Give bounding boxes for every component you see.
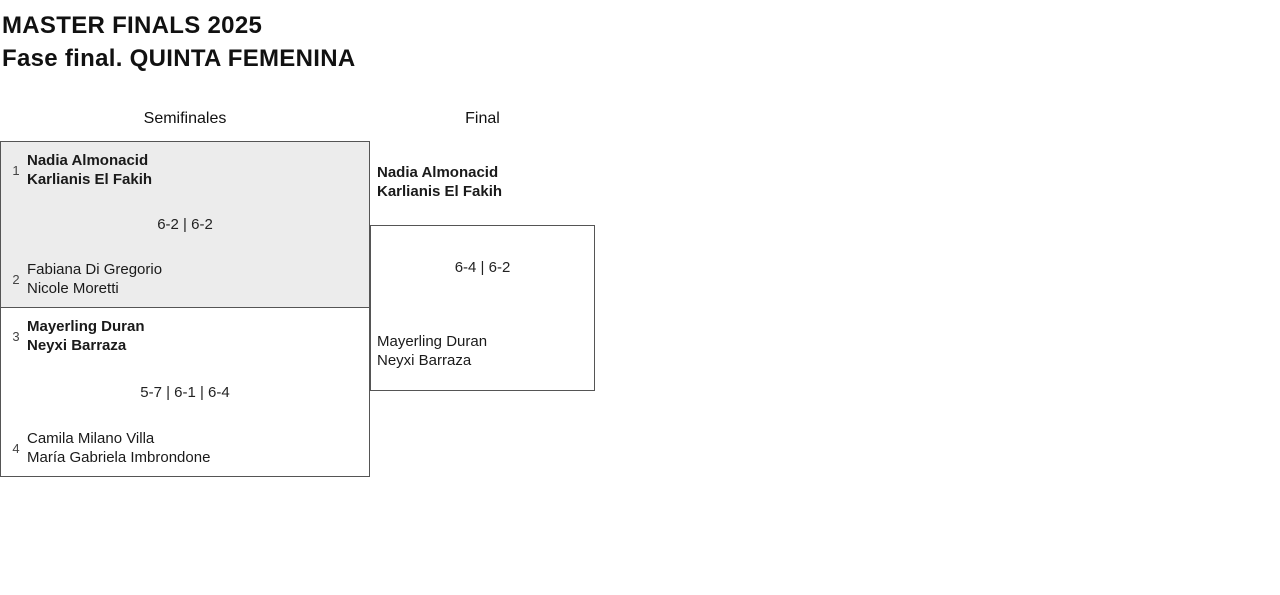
player-name: Mayerling Duran <box>27 318 145 335</box>
seed-number: 3 <box>12 328 20 344</box>
header: MASTER FINALS 2025 Fase final. QUINTA FE… <box>2 9 355 75</box>
player-name: Neyxi Barraza <box>27 337 127 354</box>
round-header-semifinals: Semifinales <box>143 110 227 127</box>
player-name: Nadia Almonacid <box>377 164 499 181</box>
team-names: Nadia Almonacid Karlianis El Fakih <box>27 151 152 189</box>
match-score: 6-2 | 6-2 <box>157 216 213 233</box>
semifinal-match-1: 1 Nadia Almonacid Karlianis El Fakih 6-2… <box>0 141 370 308</box>
match-score: 5-7 | 6-1 | 6-4 <box>140 383 230 401</box>
player-name: Nadia Almonacid <box>27 152 149 169</box>
seed-number: 4 <box>12 440 20 456</box>
team-names: Camila Milano Villa María Gabriela Imbro… <box>27 429 210 467</box>
player-name: María Gabriela Imbrondone <box>27 449 211 466</box>
round-header-final: Final <box>465 110 500 127</box>
player-name: Mayerling Duran <box>377 333 488 350</box>
team-row: 3 Mayerling Duran Neyxi Barraza <box>1 308 369 364</box>
finalist-team-top: Nadia Almonacid Karlianis El Fakih <box>377 163 502 201</box>
team-row: 2 Fabiana Di Gregorio Nicole Moretti <box>1 251 369 307</box>
team-names: Mayerling Duran Neyxi Barraza <box>27 317 145 355</box>
finalist-team-bottom: Mayerling Duran Neyxi Barraza <box>377 332 487 370</box>
player-name: Camila Milano Villa <box>27 430 155 447</box>
player-name: Karlianis El Fakih <box>377 183 503 200</box>
team-row: 1 Nadia Almonacid Karlianis El Fakih <box>1 142 369 198</box>
semifinal-match-2: 3 Mayerling Duran Neyxi Barraza 5-7 | 6-… <box>0 307 370 477</box>
player-name: Karlianis El Fakih <box>27 171 153 188</box>
phase-title: Fase final. QUINTA FEMENINA <box>2 45 356 72</box>
player-name: Fabiana Di Gregorio <box>27 261 163 278</box>
final-match-card: 6-4 | 6-2 <box>370 225 595 391</box>
player-name: Neyxi Barraza <box>377 352 472 369</box>
final-score: 6-4 | 6-2 <box>454 259 511 276</box>
team-row: 4 Camila Milano Villa María Gabriela Imb… <box>1 420 369 476</box>
seed-number: 1 <box>12 162 20 178</box>
player-name: Nicole Moretti <box>27 280 119 297</box>
team-names: Fabiana Di Gregorio Nicole Moretti <box>27 260 162 298</box>
tournament-title: MASTER FINALS 2025 <box>2 12 263 39</box>
seed-number: 2 <box>12 271 20 287</box>
